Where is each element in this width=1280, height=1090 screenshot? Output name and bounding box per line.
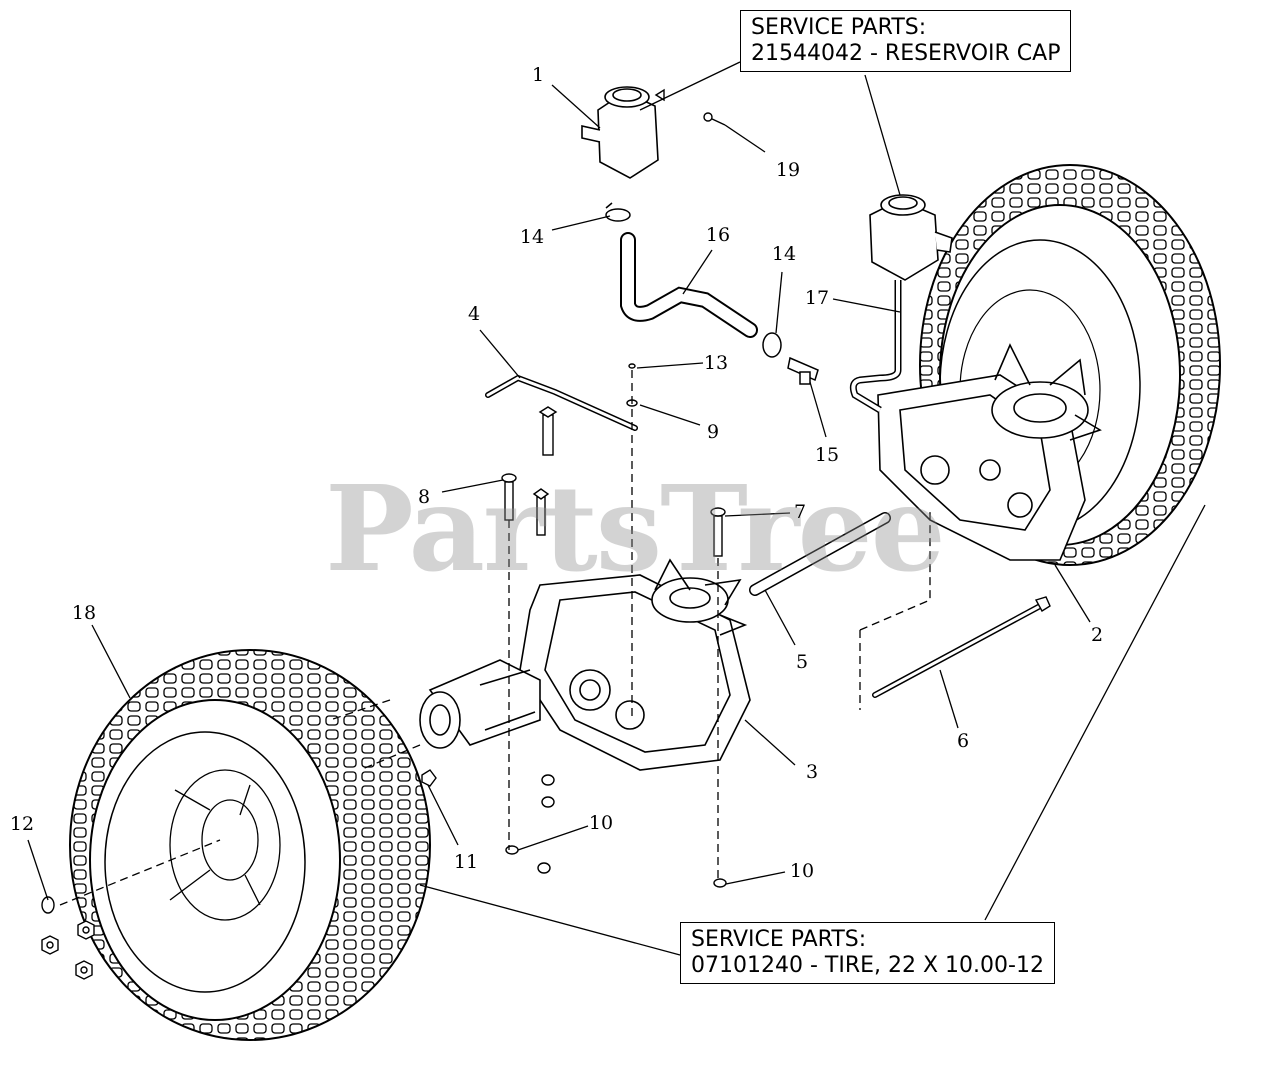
service-parts-heading: SERVICE PARTS: [691, 927, 867, 952]
watermark: PartsTree [325, 459, 946, 598]
callout-9: 9 [706, 421, 720, 443]
bolts [501, 406, 726, 557]
callout-2: 2 [1090, 624, 1104, 646]
fitting [787, 356, 819, 385]
callout-4: 4 [467, 303, 481, 325]
service-parts-box-reservoir-cap: SERVICE PARTS: 21544042 - RESERVOIR CAP [740, 10, 1072, 72]
service-parts-box-tire: SERVICE PARTS: 07101240 - TIRE, 22 X 10.… [680, 922, 1055, 984]
leader-lines [27, 61, 1206, 956]
washers-nuts [421, 363, 727, 888]
assembly-lines [59, 370, 931, 906]
callout-10b: 10 [789, 860, 815, 882]
service-parts-heading: SERVICE PARTS: [751, 15, 927, 40]
callout-5: 5 [795, 651, 809, 673]
left-transaxle [419, 558, 751, 771]
small-screws [654, 88, 726, 126]
callout-14b: 14 [771, 243, 797, 265]
callout-19: 19 [775, 159, 801, 181]
service-parts-item: 21544042 - RESERVOIR CAP [751, 41, 1061, 66]
callout-3: 3 [805, 761, 819, 783]
callout-11: 11 [453, 851, 479, 873]
long-bolt-inner [873, 603, 1044, 697]
callout-6: 6 [956, 730, 970, 752]
callout-13: 13 [703, 352, 729, 374]
reservoir-part [581, 86, 659, 179]
callout-1: 1 [531, 64, 545, 86]
callout-17: 17 [804, 287, 830, 309]
callout-16: 16 [705, 224, 731, 246]
control-rod [485, 374, 638, 431]
clamp-top [605, 202, 631, 222]
callout-8: 8 [417, 486, 431, 508]
long-bolt-head [1034, 596, 1051, 612]
callout-14a: 14 [519, 226, 545, 248]
callout-18: 18 [71, 602, 97, 624]
axle-shaft-inner [750, 513, 890, 595]
callout-10a: 10 [588, 812, 614, 834]
callout-7: 7 [793, 501, 807, 523]
service-parts-item: 07101240 - TIRE, 22 X 10.00-12 [691, 953, 1044, 978]
right-reservoir [849, 194, 953, 414]
control-rod-inner [486, 376, 637, 430]
lug-nuts [41, 896, 95, 980]
callout-15: 15 [814, 444, 840, 466]
left-wheel [69, 649, 431, 1041]
hose-inner [622, 234, 756, 336]
clamp-mid [762, 332, 782, 358]
callout-12: 12 [9, 813, 35, 835]
